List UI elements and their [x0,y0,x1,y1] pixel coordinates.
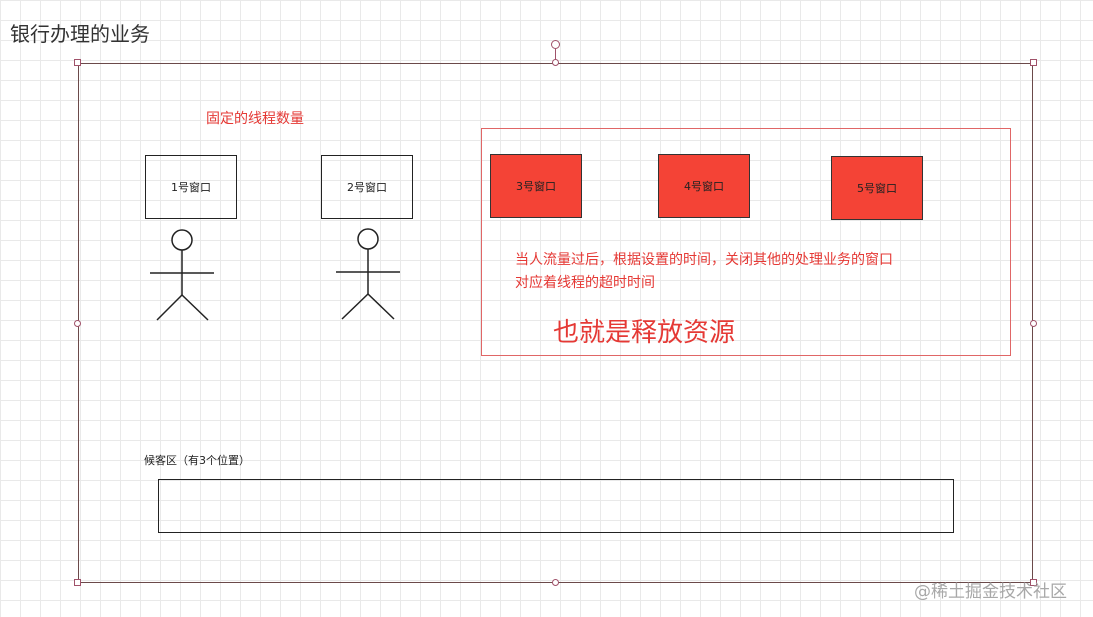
window-4[interactable]: 4号窗口 [658,154,750,218]
resize-handle-bottom[interactable] [552,579,559,586]
release-resources-text: 也就是释放资源 [553,318,736,348]
window-3[interactable]: 3号窗口 [490,154,582,218]
person-figure-2[interactable] [336,227,402,322]
resize-handle-top-left[interactable] [74,59,81,66]
window-5[interactable]: 5号窗口 [831,156,923,220]
window-1[interactable]: 1号窗口 [145,155,237,219]
rotate-handle[interactable] [551,40,560,49]
resize-handle-right[interactable] [1030,320,1037,327]
rotate-handle-stem [555,48,556,63]
diagram-title: 银行办理的业务 [10,22,150,46]
resize-handle-left[interactable] [74,320,81,327]
waiting-area-label: 候客区（有3个位置） [144,454,250,467]
description-line-2: 对应着线程的超时时间 [515,275,655,291]
waiting-area-box[interactable] [158,479,954,533]
window-2[interactable]: 2号窗口 [321,155,413,219]
fixed-threads-label: 固定的线程数量 [206,111,304,127]
person-figure-1[interactable] [150,228,216,323]
resize-handle-top[interactable] [552,59,559,66]
resize-handle-top-right[interactable] [1030,59,1037,66]
resize-handle-bottom-left[interactable] [74,579,81,586]
watermark: @稀土掘金技术社区 [914,582,1067,602]
description-line-1: 当人流量过后，根据设置的时间，关闭其他的处理业务的窗口 [515,252,893,268]
resize-handle-bottom-right[interactable] [1030,579,1037,586]
resource-release-box[interactable] [481,128,1011,356]
